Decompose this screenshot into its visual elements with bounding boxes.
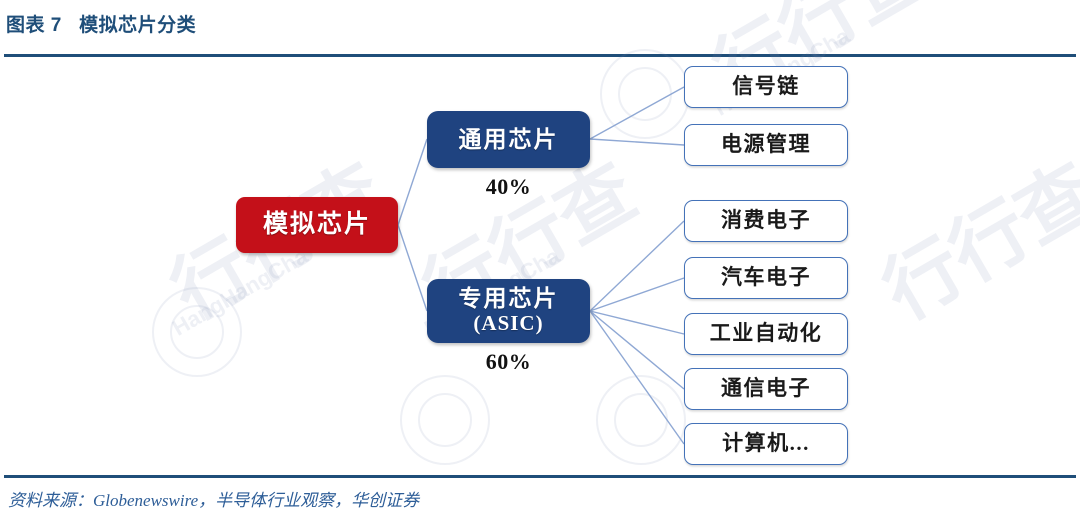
- footer-divider: [4, 475, 1076, 478]
- node-branch-label: 专用芯片: [458, 286, 559, 312]
- source-note: 资料来源：Globenewswire，半导体行业观察，华创证券: [8, 491, 420, 510]
- node-branch-label: 通用芯片: [458, 126, 559, 152]
- percent-label-asic-chip: 60%: [485, 349, 532, 374]
- node-branch-general-chip[interactable]: 通用芯片: [427, 111, 590, 168]
- node-leaf-computer[interactable]: 计算机...: [684, 423, 848, 465]
- node-leaf-power-management[interactable]: 电源管理: [684, 124, 848, 166]
- node-leaf-consumer-electronics[interactable]: 消费电子: [684, 200, 848, 242]
- node-leaf-communication-electronics[interactable]: 通信电子: [684, 368, 848, 410]
- percent-label-general-chip: 40%: [485, 174, 532, 199]
- node-branch-sublabel: (ASIC): [473, 311, 544, 336]
- node-leaf-automotive-electronics[interactable]: 汽车电子: [684, 257, 848, 299]
- diagram-canvas: 行行查 HangHangCha 行行查 HangHangCha 行行查 Hang…: [0, 0, 1080, 475]
- connector-lines: [397, 86, 685, 445]
- node-leaf-industrial-automation[interactable]: 工业自动化: [684, 313, 848, 355]
- node-root-analog-chip[interactable]: 模拟芯片: [236, 197, 398, 253]
- header-divider: [4, 54, 1076, 57]
- page-title: 图表 7 模拟芯片分类: [6, 15, 197, 36]
- node-branch-asic-chip[interactable]: 专用芯片 (ASIC): [427, 279, 590, 343]
- node-leaf-signal-chain[interactable]: 信号链: [684, 66, 848, 108]
